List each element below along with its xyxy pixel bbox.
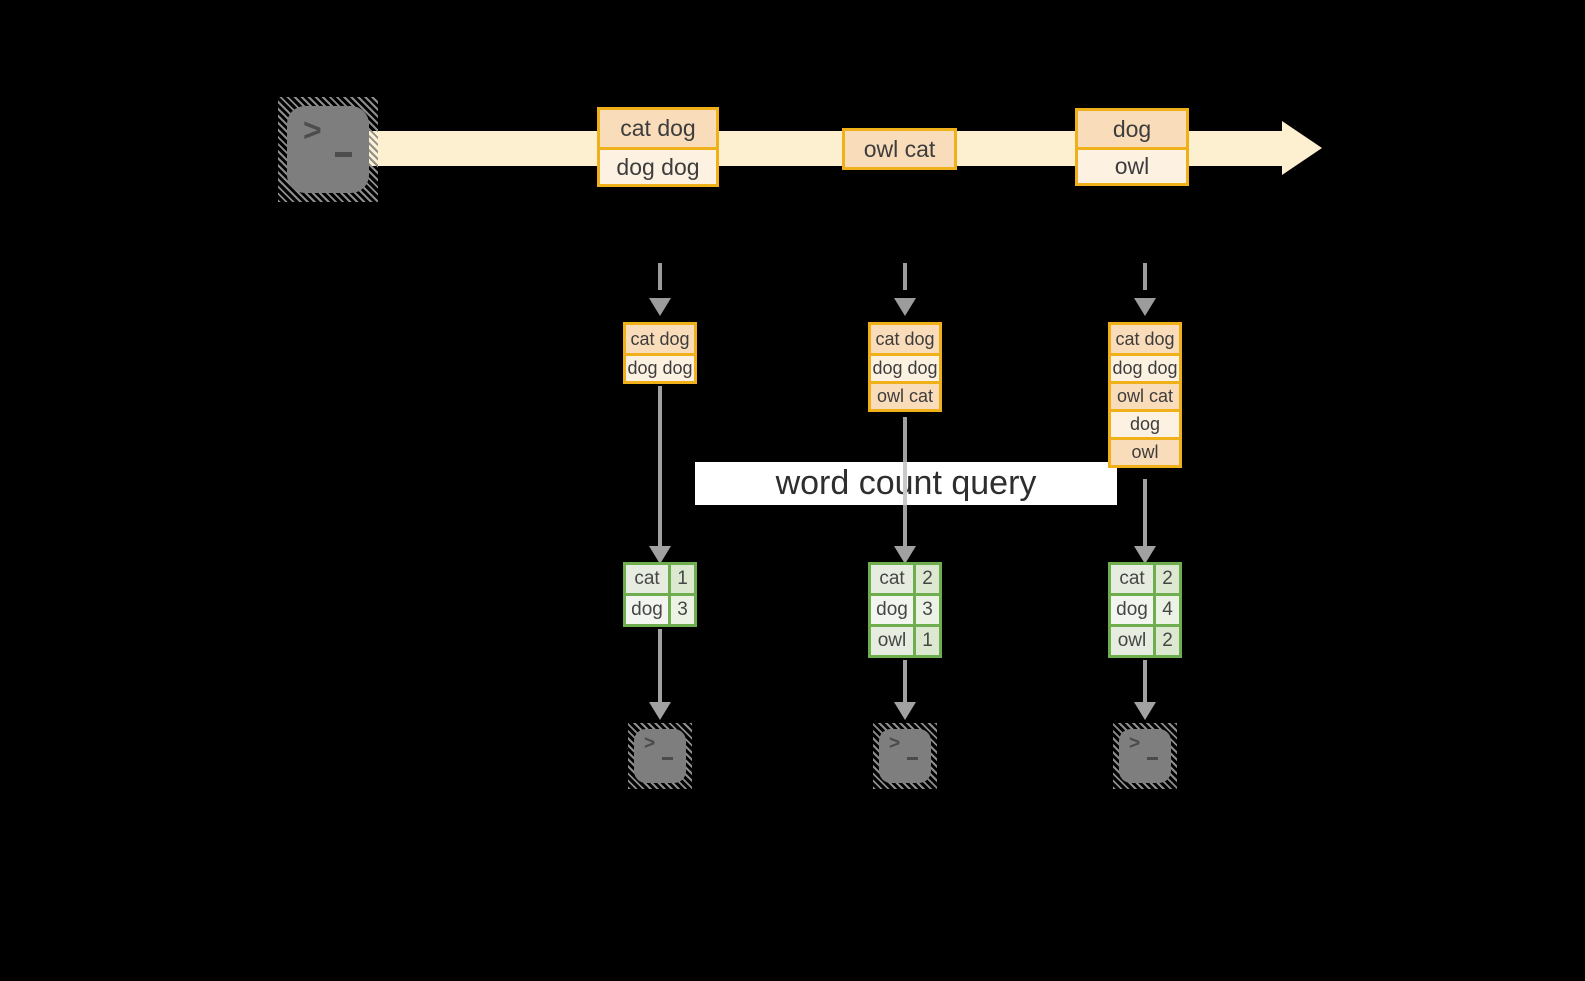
count-cell: 1 bbox=[913, 627, 939, 655]
count-cell: 1 bbox=[668, 565, 694, 593]
table-row: cat 1 bbox=[626, 565, 694, 593]
table-row: owl 2 bbox=[1111, 624, 1179, 655]
count-table-1: cat 1 dog 3 bbox=[623, 562, 697, 627]
arrowhead-down-icon bbox=[894, 546, 916, 564]
arrowhead-down-icon bbox=[894, 702, 916, 720]
cursor-icon bbox=[1147, 757, 1158, 760]
arrow-line bbox=[903, 660, 907, 704]
event-line: owl bbox=[1078, 147, 1186, 183]
arrowhead-down-icon bbox=[1134, 702, 1156, 720]
word-cell: cat bbox=[626, 565, 668, 593]
count-cell: 2 bbox=[1153, 565, 1179, 593]
arrow-line bbox=[658, 629, 662, 704]
batch-line: dog dog bbox=[626, 353, 694, 381]
count-cell: 2 bbox=[913, 565, 939, 593]
word-cell: cat bbox=[1111, 565, 1153, 593]
batch-line: owl cat bbox=[1111, 381, 1179, 409]
arrow-line bbox=[658, 386, 662, 548]
arrowhead-down-icon bbox=[649, 702, 671, 720]
count-table-3: cat 2 dog 4 owl 2 bbox=[1108, 562, 1182, 658]
cursor-icon bbox=[907, 757, 918, 760]
prompt-icon: > bbox=[1129, 733, 1141, 754]
terminal-screen: > bbox=[287, 106, 369, 193]
batch-line: cat dog bbox=[871, 325, 939, 353]
batch-line: owl cat bbox=[871, 381, 939, 409]
prompt-icon: > bbox=[303, 112, 322, 148]
arrow-line-overlay bbox=[903, 462, 907, 505]
count-table-2: cat 2 dog 3 owl 1 bbox=[868, 562, 942, 658]
dashed-arrow-line bbox=[1143, 263, 1147, 290]
terminal-screen: > bbox=[1119, 729, 1171, 783]
arrow-line bbox=[1143, 660, 1147, 704]
event-line: dog dog bbox=[600, 147, 716, 184]
dashed-arrow-line bbox=[658, 263, 662, 290]
arrow-line bbox=[1143, 479, 1147, 548]
terminal-icon: > bbox=[873, 723, 937, 789]
table-row: dog 3 bbox=[626, 593, 694, 624]
word-cell: dog bbox=[626, 596, 668, 624]
event-line: owl cat bbox=[845, 131, 954, 167]
event-line: dog bbox=[1078, 111, 1186, 147]
cursor-icon bbox=[662, 757, 673, 760]
count-cell: 3 bbox=[668, 596, 694, 624]
arrowhead-down-icon bbox=[1134, 298, 1156, 316]
stream-event-box-3: dog owl bbox=[1075, 108, 1189, 186]
terminal-icon: > bbox=[628, 723, 692, 789]
arrowhead-down-icon bbox=[649, 546, 671, 564]
arrowhead-down-icon bbox=[894, 298, 916, 316]
word-cell: cat bbox=[871, 565, 913, 593]
batch-stack-3: cat dog dog dog owl cat dog owl bbox=[1108, 322, 1182, 468]
terminal-screen: > bbox=[634, 729, 686, 783]
batch-stack-1: cat dog dog dog bbox=[623, 322, 697, 384]
batch-line: cat dog bbox=[1111, 325, 1179, 353]
table-row: dog 3 bbox=[871, 593, 939, 624]
batch-stack-2: cat dog dog dog owl cat bbox=[868, 322, 942, 412]
prompt-icon: > bbox=[889, 733, 901, 754]
table-row: owl 1 bbox=[871, 624, 939, 655]
word-cell: dog bbox=[1111, 596, 1153, 624]
cursor-icon bbox=[335, 152, 352, 157]
terminal-screen: > bbox=[879, 729, 931, 783]
stream-event-box-1: cat dog dog dog bbox=[597, 107, 719, 187]
table-row: cat 2 bbox=[871, 565, 939, 593]
dashed-arrow-line bbox=[903, 263, 907, 290]
terminal-icon: > bbox=[1113, 723, 1177, 789]
word-cell: owl bbox=[1111, 627, 1153, 655]
table-row: dog 4 bbox=[1111, 593, 1179, 624]
count-cell: 4 bbox=[1153, 596, 1179, 624]
terminal-icon: > bbox=[278, 97, 378, 202]
stream-timeline-arrowhead-icon bbox=[1282, 121, 1322, 175]
batch-line: dog dog bbox=[871, 353, 939, 381]
batch-line: dog bbox=[1111, 409, 1179, 437]
batch-line: dog dog bbox=[1111, 353, 1179, 381]
event-line: cat dog bbox=[600, 110, 716, 147]
stream-event-box-2: owl cat bbox=[842, 128, 957, 170]
count-cell: 3 bbox=[913, 596, 939, 624]
word-cell: dog bbox=[871, 596, 913, 624]
count-cell: 2 bbox=[1153, 627, 1179, 655]
word-cell: owl bbox=[871, 627, 913, 655]
arrowhead-down-icon bbox=[1134, 546, 1156, 564]
prompt-icon: > bbox=[644, 733, 656, 754]
arrowhead-down-icon bbox=[649, 298, 671, 316]
batch-line: owl bbox=[1111, 437, 1179, 465]
table-row: cat 2 bbox=[1111, 565, 1179, 593]
batch-line: cat dog bbox=[626, 325, 694, 353]
